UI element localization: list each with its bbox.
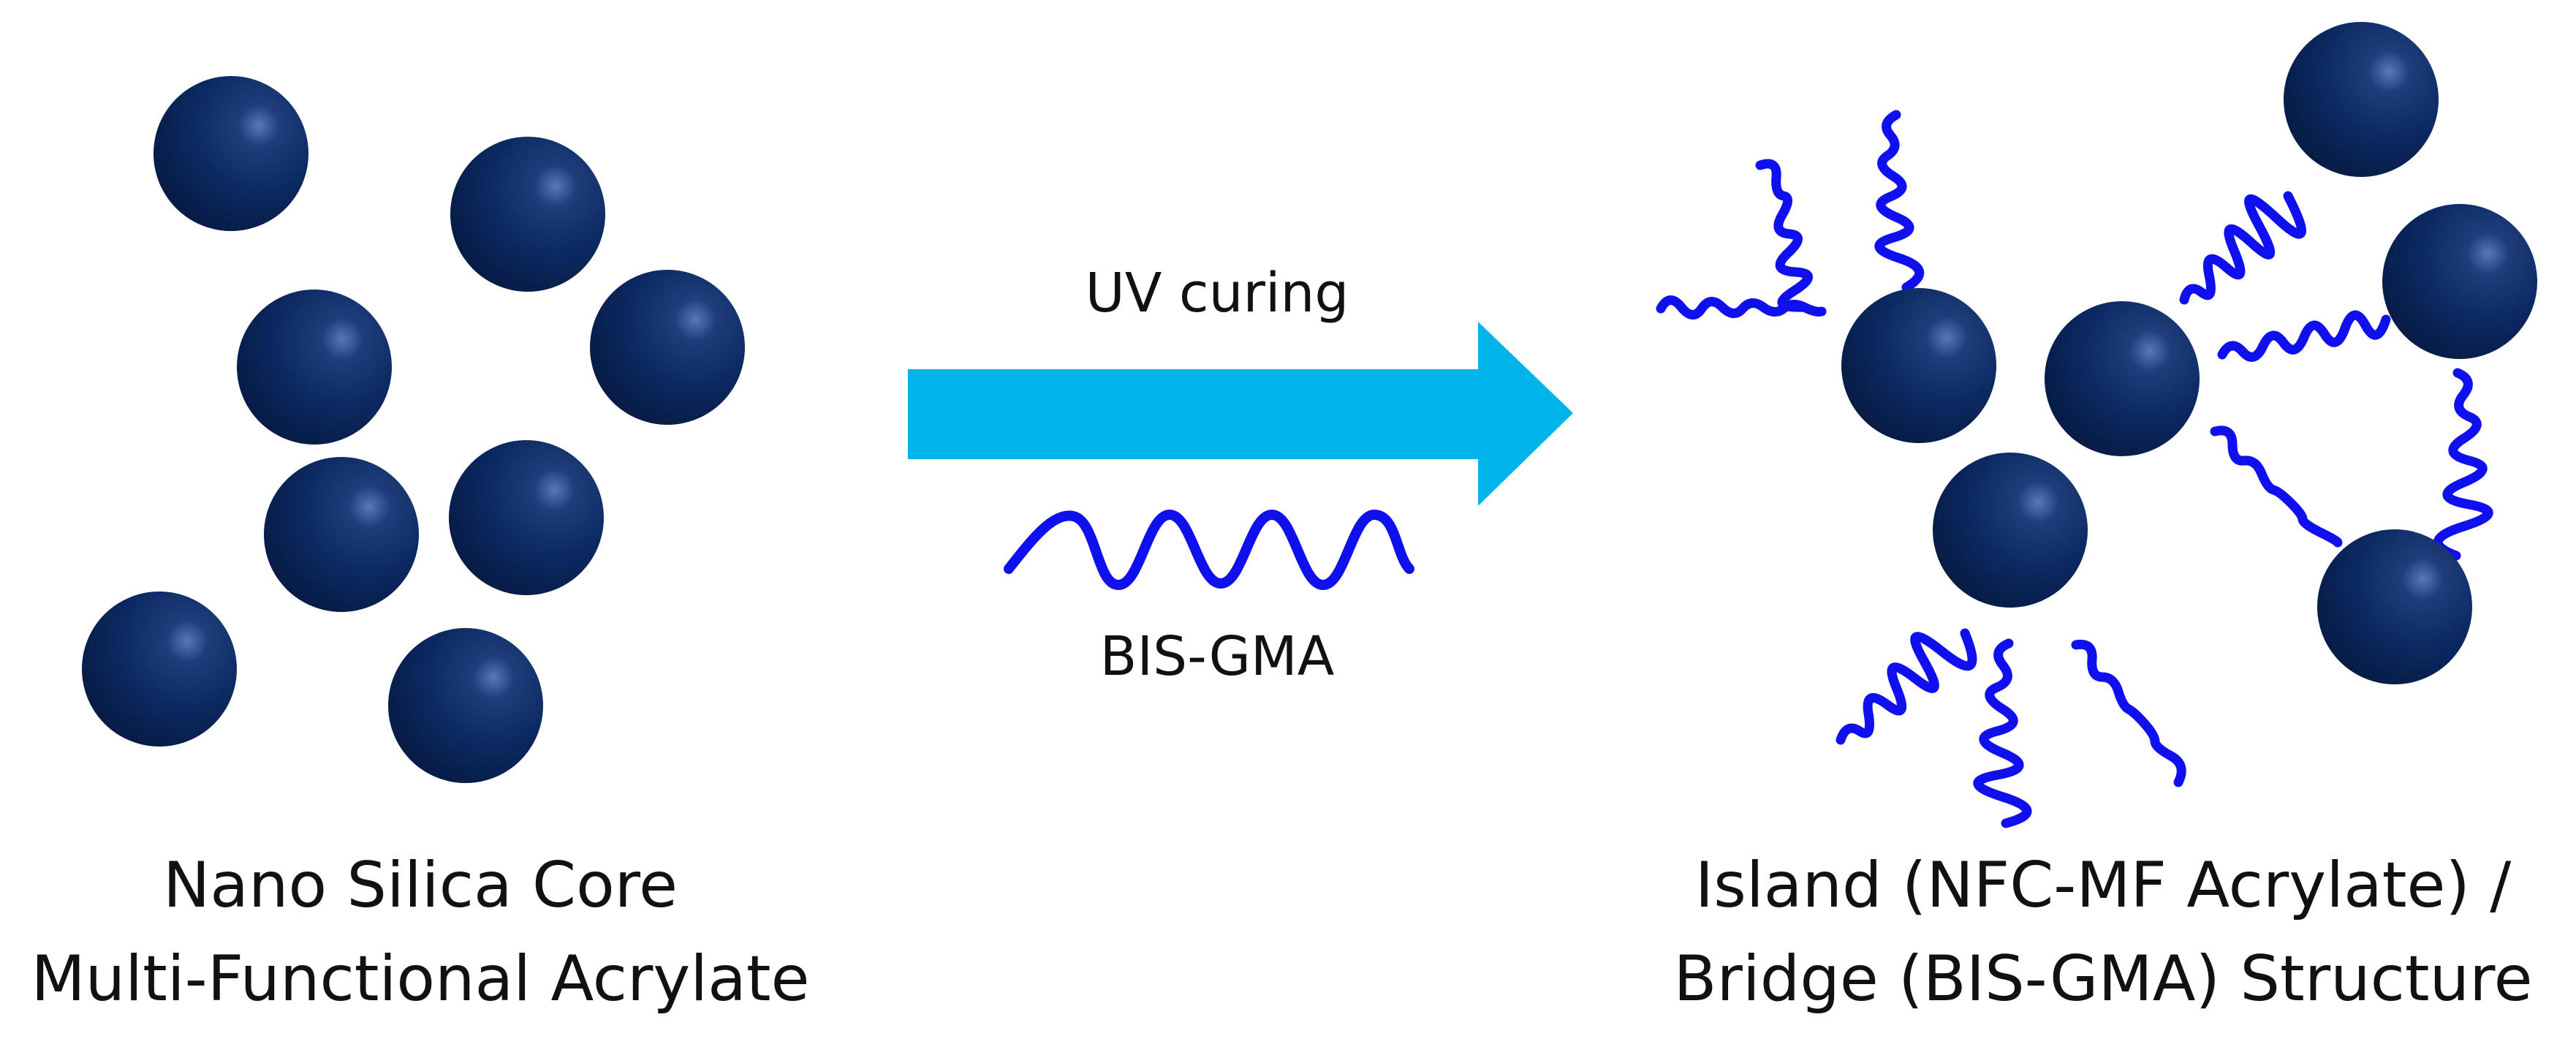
bis-gma-chain [2433, 368, 2493, 561]
bis-gma-chain [2217, 310, 2391, 362]
bis-gma-chain [2179, 191, 2307, 305]
particle [388, 628, 543, 783]
island-particle [2382, 204, 2537, 359]
island-particle [1841, 288, 1996, 443]
particle [450, 137, 605, 292]
uv-curing-arrow [908, 322, 1573, 506]
left-caption-line2: Multi-Functional Acrylate [31, 942, 810, 1016]
island-particle [1933, 453, 2088, 608]
particle [449, 440, 604, 595]
right-caption: Island (NFC-MF Acrylate) / Bridge (BIS-G… [1630, 854, 2576, 1041]
particle [237, 290, 392, 445]
island-particle [2284, 22, 2439, 177]
bis-gma-chain [2210, 426, 2343, 548]
left-caption: Nano Silica Core Multi-Functional Acryla… [0, 854, 841, 1041]
particle [590, 270, 745, 425]
particle [154, 76, 308, 231]
bis-gma-chain [2071, 639, 2186, 787]
bis-gma-chains [1656, 110, 2493, 828]
bis-gma-chain [1874, 110, 1925, 292]
bis-gma-label: BIS-GMA [1099, 625, 1335, 688]
bis-gma-chain [1836, 628, 1977, 745]
particle [264, 457, 419, 612]
right-caption-line1: Island (NFC-MF Acrylate) / [1694, 849, 2512, 922]
uv-curing-label: UV curing [1085, 262, 1349, 325]
island-bridge-structure [1656, 22, 2537, 828]
island-particle [2045, 301, 2200, 456]
bis-gma-chain [1755, 159, 1813, 312]
left-caption-line1: Nano Silica Core [162, 849, 678, 922]
right-caption-line2: Bridge (BIS-GMA) Structure [1673, 942, 2533, 1016]
island-particle [2317, 529, 2472, 684]
bis-gma-wave [1004, 509, 1414, 591]
particle [82, 591, 237, 746]
bis-gma-chain [1973, 638, 2032, 828]
free-particles [82, 76, 745, 783]
